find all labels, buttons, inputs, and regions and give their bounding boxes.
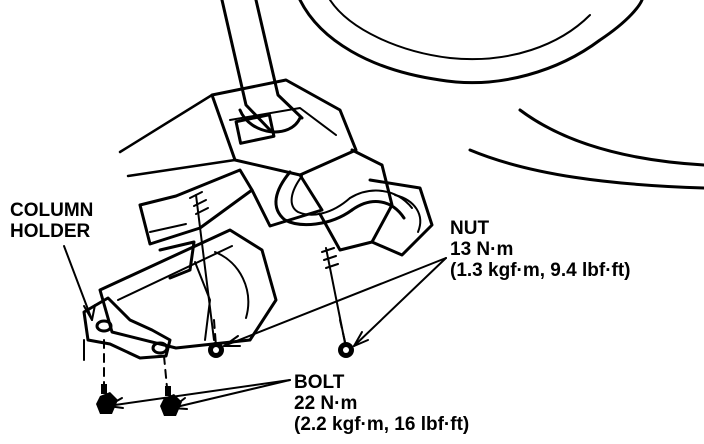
nut-right: [338, 342, 354, 358]
stud-left: [189, 191, 215, 341]
wire-harness: [274, 170, 413, 227]
column-holder-label-line1: COLUMN: [10, 200, 94, 221]
nut-torque-alt: (1.3 kgf·m, 9.4 lbf·ft): [450, 260, 631, 281]
bolt-name: BOLT: [294, 372, 345, 393]
column-housing: [210, 78, 434, 257]
bolt-torque-alt: (2.2 kgf·m, 16 lbf·ft): [294, 414, 470, 435]
bolt-right: [160, 386, 182, 416]
nut-label: NUT 13 N·m (1.3 kgf·m, 9.4 lbf·ft): [450, 218, 631, 281]
stud-right: [321, 247, 347, 349]
column-holder-leader: [63, 245, 96, 321]
nut-leaders: [223, 257, 447, 347]
column-holder-bracket: [82, 296, 172, 361]
nut-name: NUT: [450, 218, 490, 239]
column-holder-label: COLUMN HOLDER: [10, 200, 93, 242]
steering-wheel-outline: [298, 0, 704, 190]
nut-left: [208, 342, 224, 358]
bolt-left: [96, 384, 118, 414]
upper-column-tube: [220, 0, 304, 134]
bolt-torque: 22 N·m: [294, 393, 358, 414]
nut-torque: 13 N·m: [450, 239, 514, 260]
alignment-lines: [103, 319, 347, 399]
bolt-leaders: [107, 379, 291, 410]
bolt-label: BOLT 22 N·m (2.2 kgf·m, 16 lbf·ft): [294, 372, 469, 435]
lower-column-shaft: [98, 93, 278, 350]
column-holder-label-line2: HOLDER: [10, 221, 91, 242]
